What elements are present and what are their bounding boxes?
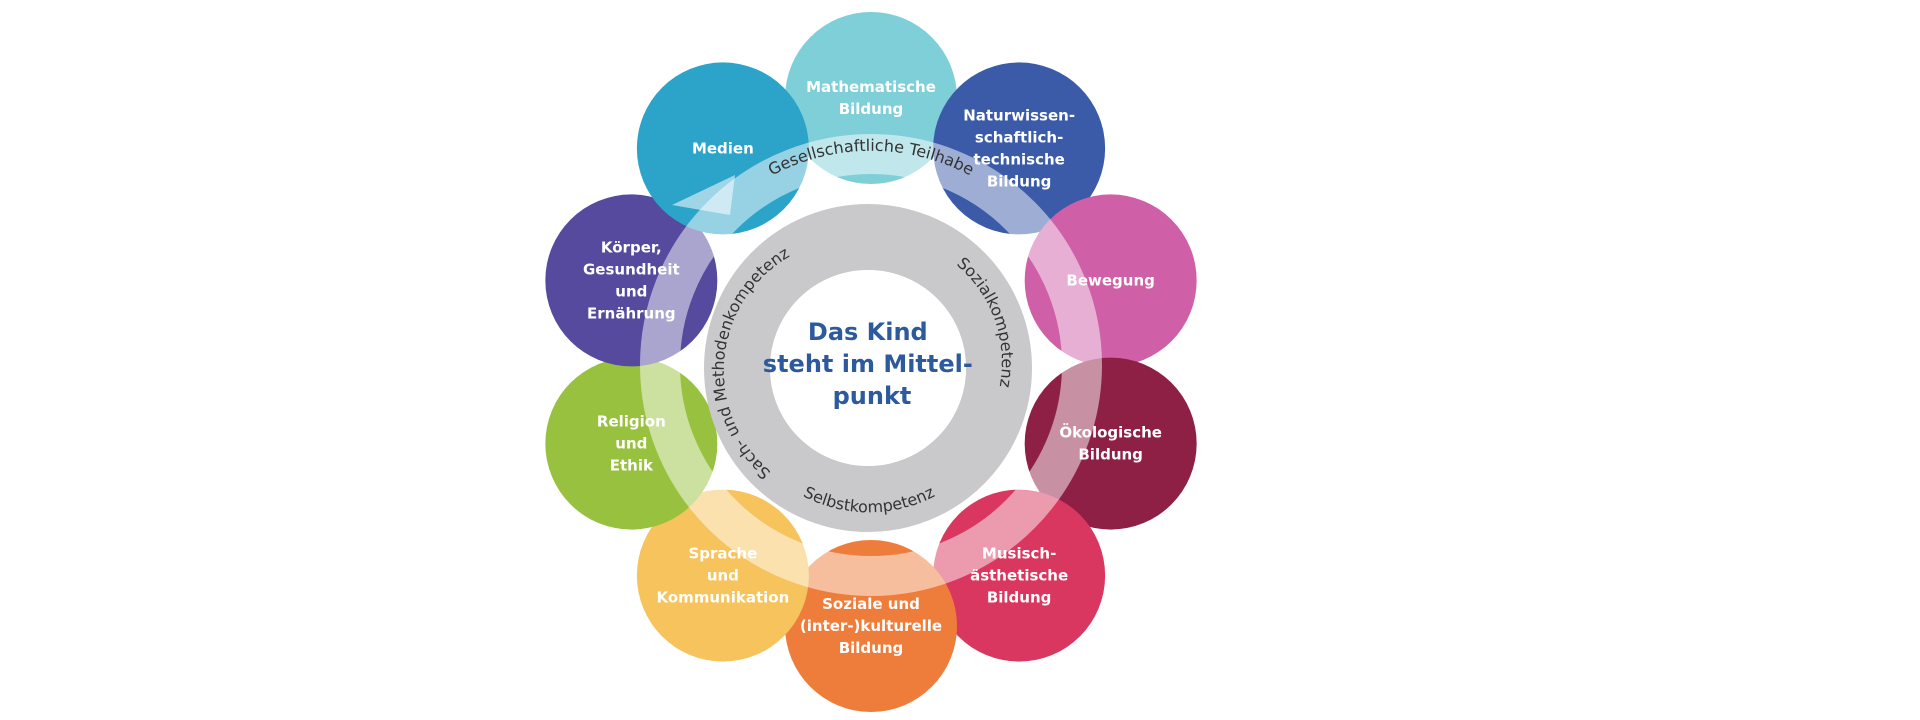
area-label-line: und [707,567,739,585]
competence-ring [704,204,1032,532]
area-label-line: Mathematische [806,78,936,96]
area-label-line: Gesundheit [583,260,680,278]
area-label-line: Medien [692,139,754,157]
area-label-line: ästhetische [970,567,1068,585]
center-title: Das Kind steht im Mittel- punkt [763,318,981,410]
area-label-line: Soziale und [822,595,920,613]
area-label: Medien [692,139,754,157]
area-label-line: und [615,435,647,453]
area-label-line: und [615,282,647,300]
area-label-line: Bildung [839,100,904,118]
area-label-line: Bildung [987,589,1052,607]
area-label: Bewegung [1066,271,1154,289]
area-label-line: schaftlich- [975,128,1063,146]
area-label-line: Bildung [839,639,904,657]
area-label-line: technische [973,150,1064,168]
area-label-line: (inter-)kulturelle [800,617,942,635]
social-participation-ring [640,134,1102,596]
area-label-line: Bildung [1078,446,1143,464]
area-label-line: Kommunikation [656,589,789,607]
area-label-line: Körper, [601,238,662,256]
area-label-line: Ethik [610,457,654,475]
ring-arrow-icon [672,175,735,215]
area-label-line: Bewegung [1066,271,1154,289]
area-label-line: Naturwissen- [963,106,1075,124]
